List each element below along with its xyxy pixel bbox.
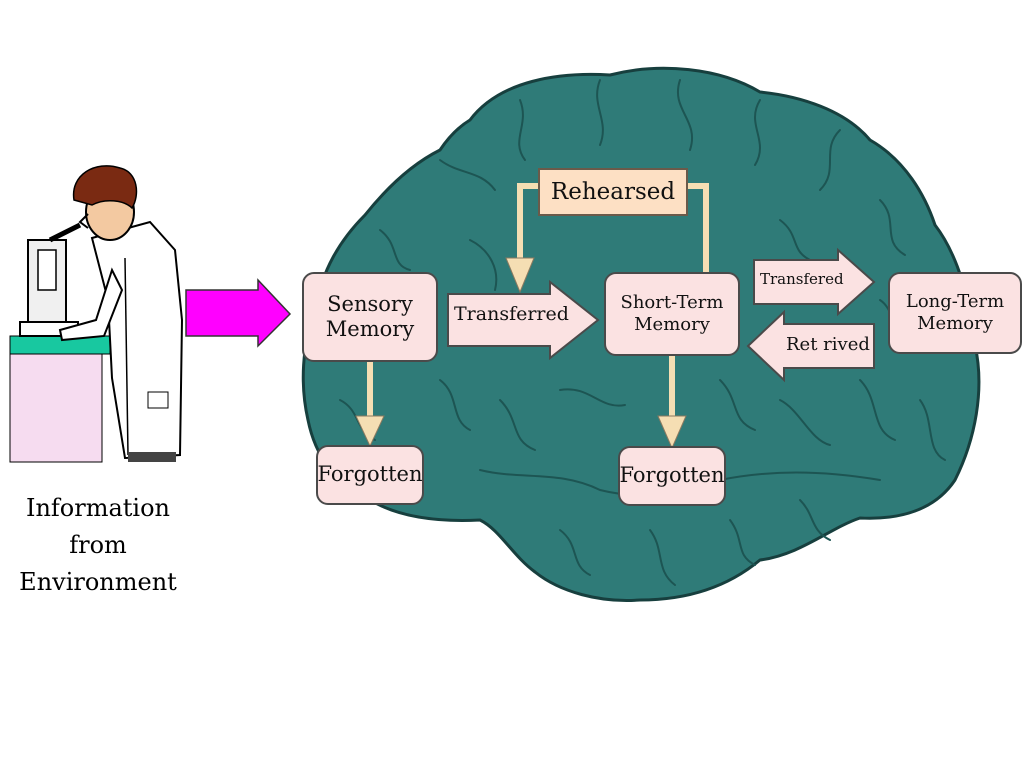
short-term-memory-label: Short-Term Memory — [620, 292, 724, 335]
sensory-memory-box: Sensory Memory — [302, 272, 438, 362]
sensory-decay-arrowhead — [355, 415, 385, 448]
long-term-memory-label: Long-Term Memory — [905, 291, 1005, 334]
short-term-memory-box: Short-Term Memory — [604, 272, 740, 356]
transfered-label: Transfered — [760, 270, 844, 288]
scientist-with-microscope-icon — [9, 165, 184, 463]
transferred-arrow — [447, 279, 600, 361]
rehearsal-loop — [688, 183, 709, 272]
sensory-forgotten-box: Forgotten — [316, 445, 424, 505]
stm-decay-arrowhead — [657, 415, 687, 450]
sensory-memory-label: Sensory Memory — [325, 291, 415, 341]
rehearsal-arrowhead — [505, 257, 535, 294]
environment-caption: Information from Environment — [19, 494, 177, 597]
rehearsed-box: Rehearsed — [538, 168, 688, 216]
retrieved-arrow — [746, 309, 875, 383]
long-term-memory-box: Long-Term Memory — [888, 272, 1022, 354]
rehearsed-label: Rehearsed — [550, 179, 676, 205]
rehearsal-return — [517, 183, 538, 262]
input-arrow — [185, 278, 292, 348]
transferred-label: Transferred — [454, 303, 569, 325]
short-term-forgotten-label: Forgotten — [619, 463, 725, 488]
transfered-arrow — [753, 247, 876, 317]
sensory-forgotten-label: Forgotten — [317, 462, 423, 487]
retrieved-label: Ret rived — [786, 334, 870, 355]
short-term-forgotten-box: Forgotten — [618, 446, 726, 506]
